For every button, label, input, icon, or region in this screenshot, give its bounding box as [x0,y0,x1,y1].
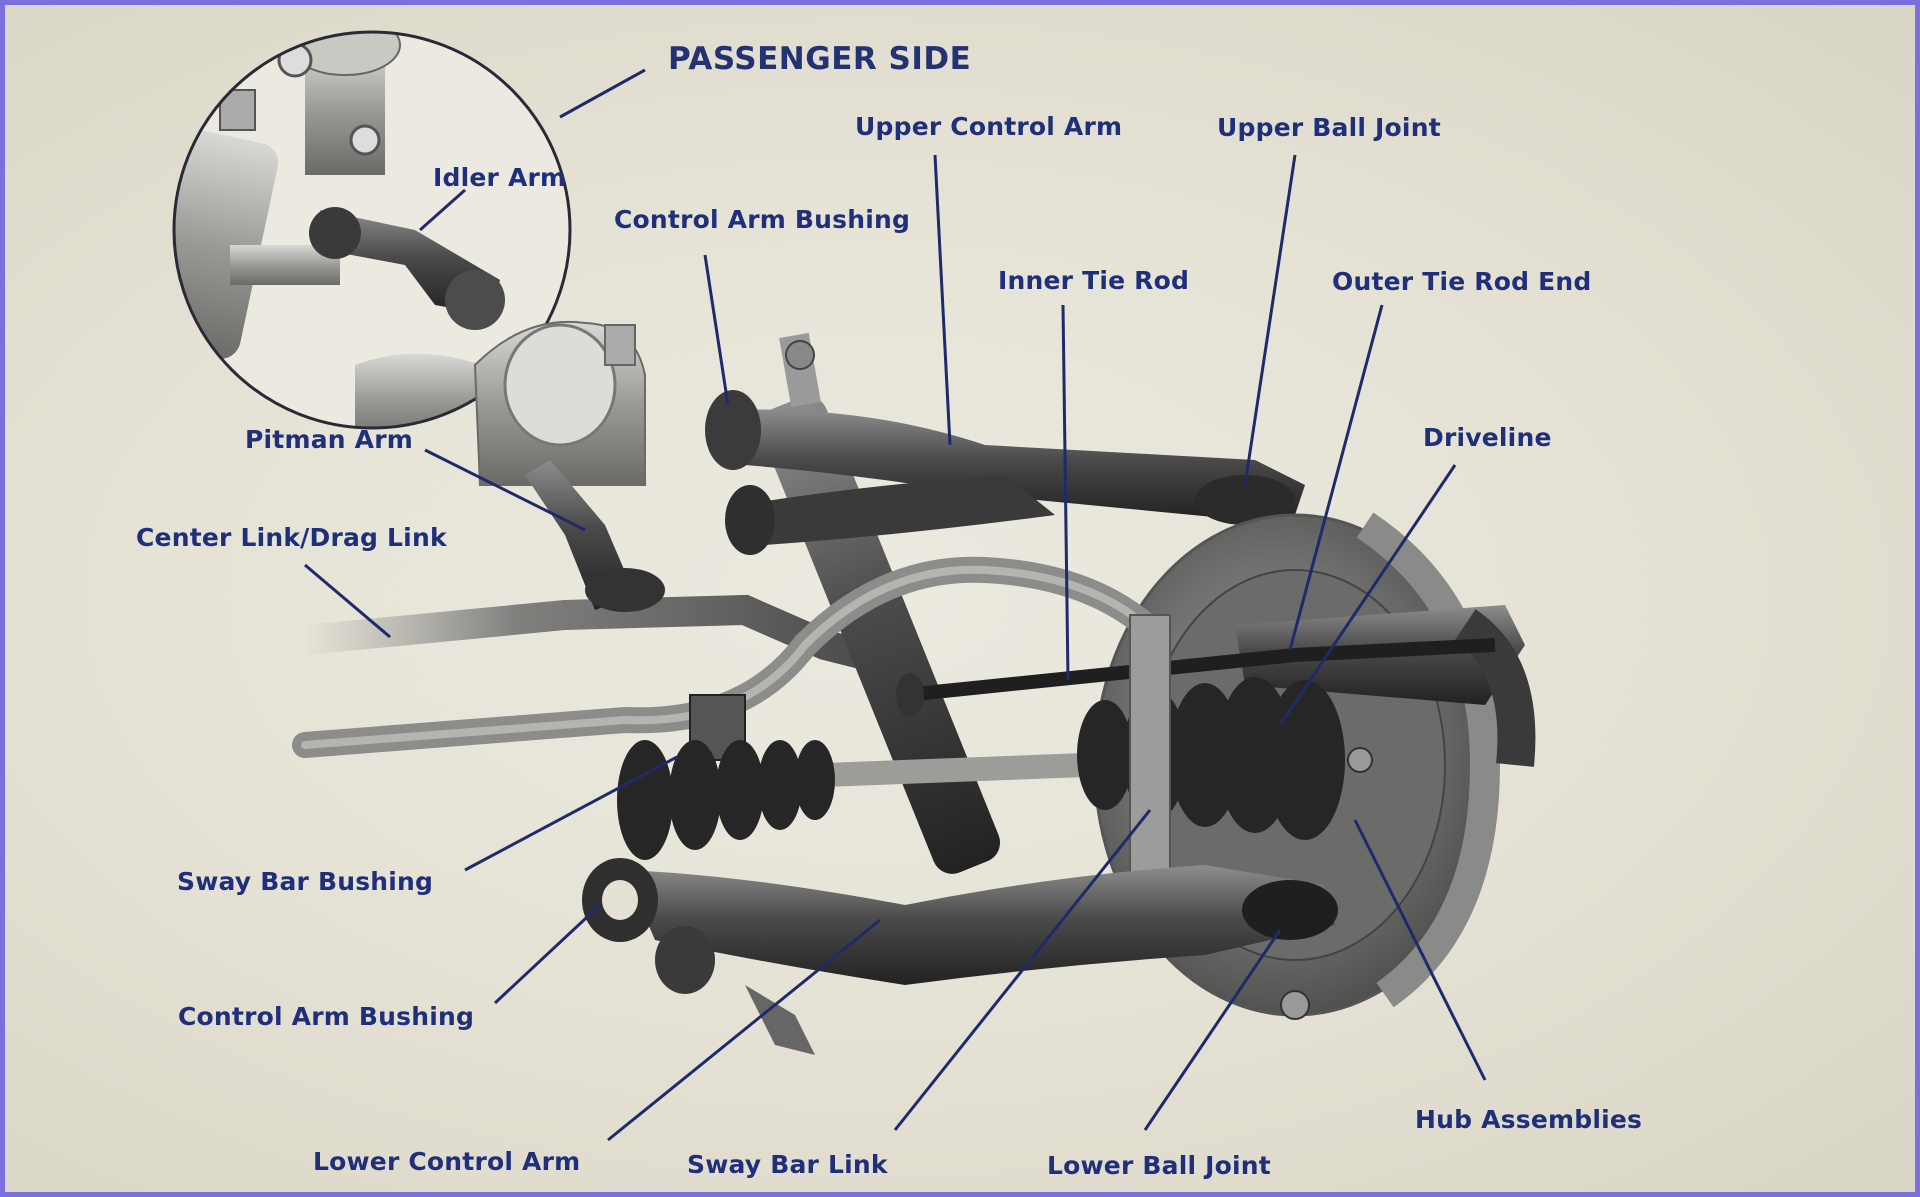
lower-control-arm-shape [582,858,1338,1055]
label-hub-assemblies: Hub Assemblies [1415,1105,1643,1134]
label-upper-control-arm: Upper Control Arm [855,112,1123,141]
leader-lower-control-arm [607,918,881,1142]
label-control-arm-bushing-top: Control Arm Bushing [614,205,911,234]
label-outer-tie-rod-end: Outer Tie Rod End [1332,267,1592,296]
label-upper-ball-joint: Upper Ball Joint [1217,113,1441,142]
label-sway-bar-link: Sway Bar Link [687,1150,888,1179]
leader-upper-ball-joint [1243,154,1297,486]
label-lower-ball-joint: Lower Ball Joint [1047,1151,1271,1180]
leader-sway-bar-bushing [464,755,678,872]
driveline-shape [617,614,1345,876]
leader-lower-ball-joint [1143,929,1282,1131]
leader-hub-assemblies [1353,819,1487,1081]
leader-idler-arm [419,188,466,232]
leader-lines [304,68,1487,1142]
label-inner-tie-rod: Inner Tie Rod [998,266,1190,295]
label-control-arm-bushing-bottom: Control Arm Bushing [178,1002,475,1031]
leader-control-arm-bushing-bottom [493,903,602,1005]
label-pitman-arm: Pitman Arm [245,425,413,454]
leader-control-arm-bushing-top [703,254,730,406]
label-idler-arm: Idler Arm [433,163,567,192]
diagram-title: PASSENGER SIDE [668,41,972,77]
upper-control-arm-shape [705,390,1305,555]
leader-upper-control-arm [933,154,952,446]
leader-center-link [304,563,391,639]
diagram-frame: PASSENGER SIDE Idler Arm Upper Control A… [5,5,1915,1192]
leader-pitman-arm [424,448,586,532]
steering-gear-box [473,320,646,486]
idler-arm-inset [172,30,572,430]
leader-outer-tie-rod-end [1288,304,1384,651]
label-lower-control-arm: Lower Control Arm [313,1147,581,1176]
pitman-joint [585,568,665,612]
suspension-illustration [172,30,1536,1055]
label-driveline: Driveline [1423,423,1552,452]
label-center-link: Center Link/Drag Link [136,523,447,552]
leader-sway-bar-link [893,809,1152,1131]
leader-inner-tie-rod [1061,304,1070,681]
leader-passenger-side [559,68,646,119]
leader-driveline [1278,464,1457,726]
label-sway-bar-bushing: Sway Bar Bushing [177,867,434,896]
tie-rod-shape [904,638,1496,702]
